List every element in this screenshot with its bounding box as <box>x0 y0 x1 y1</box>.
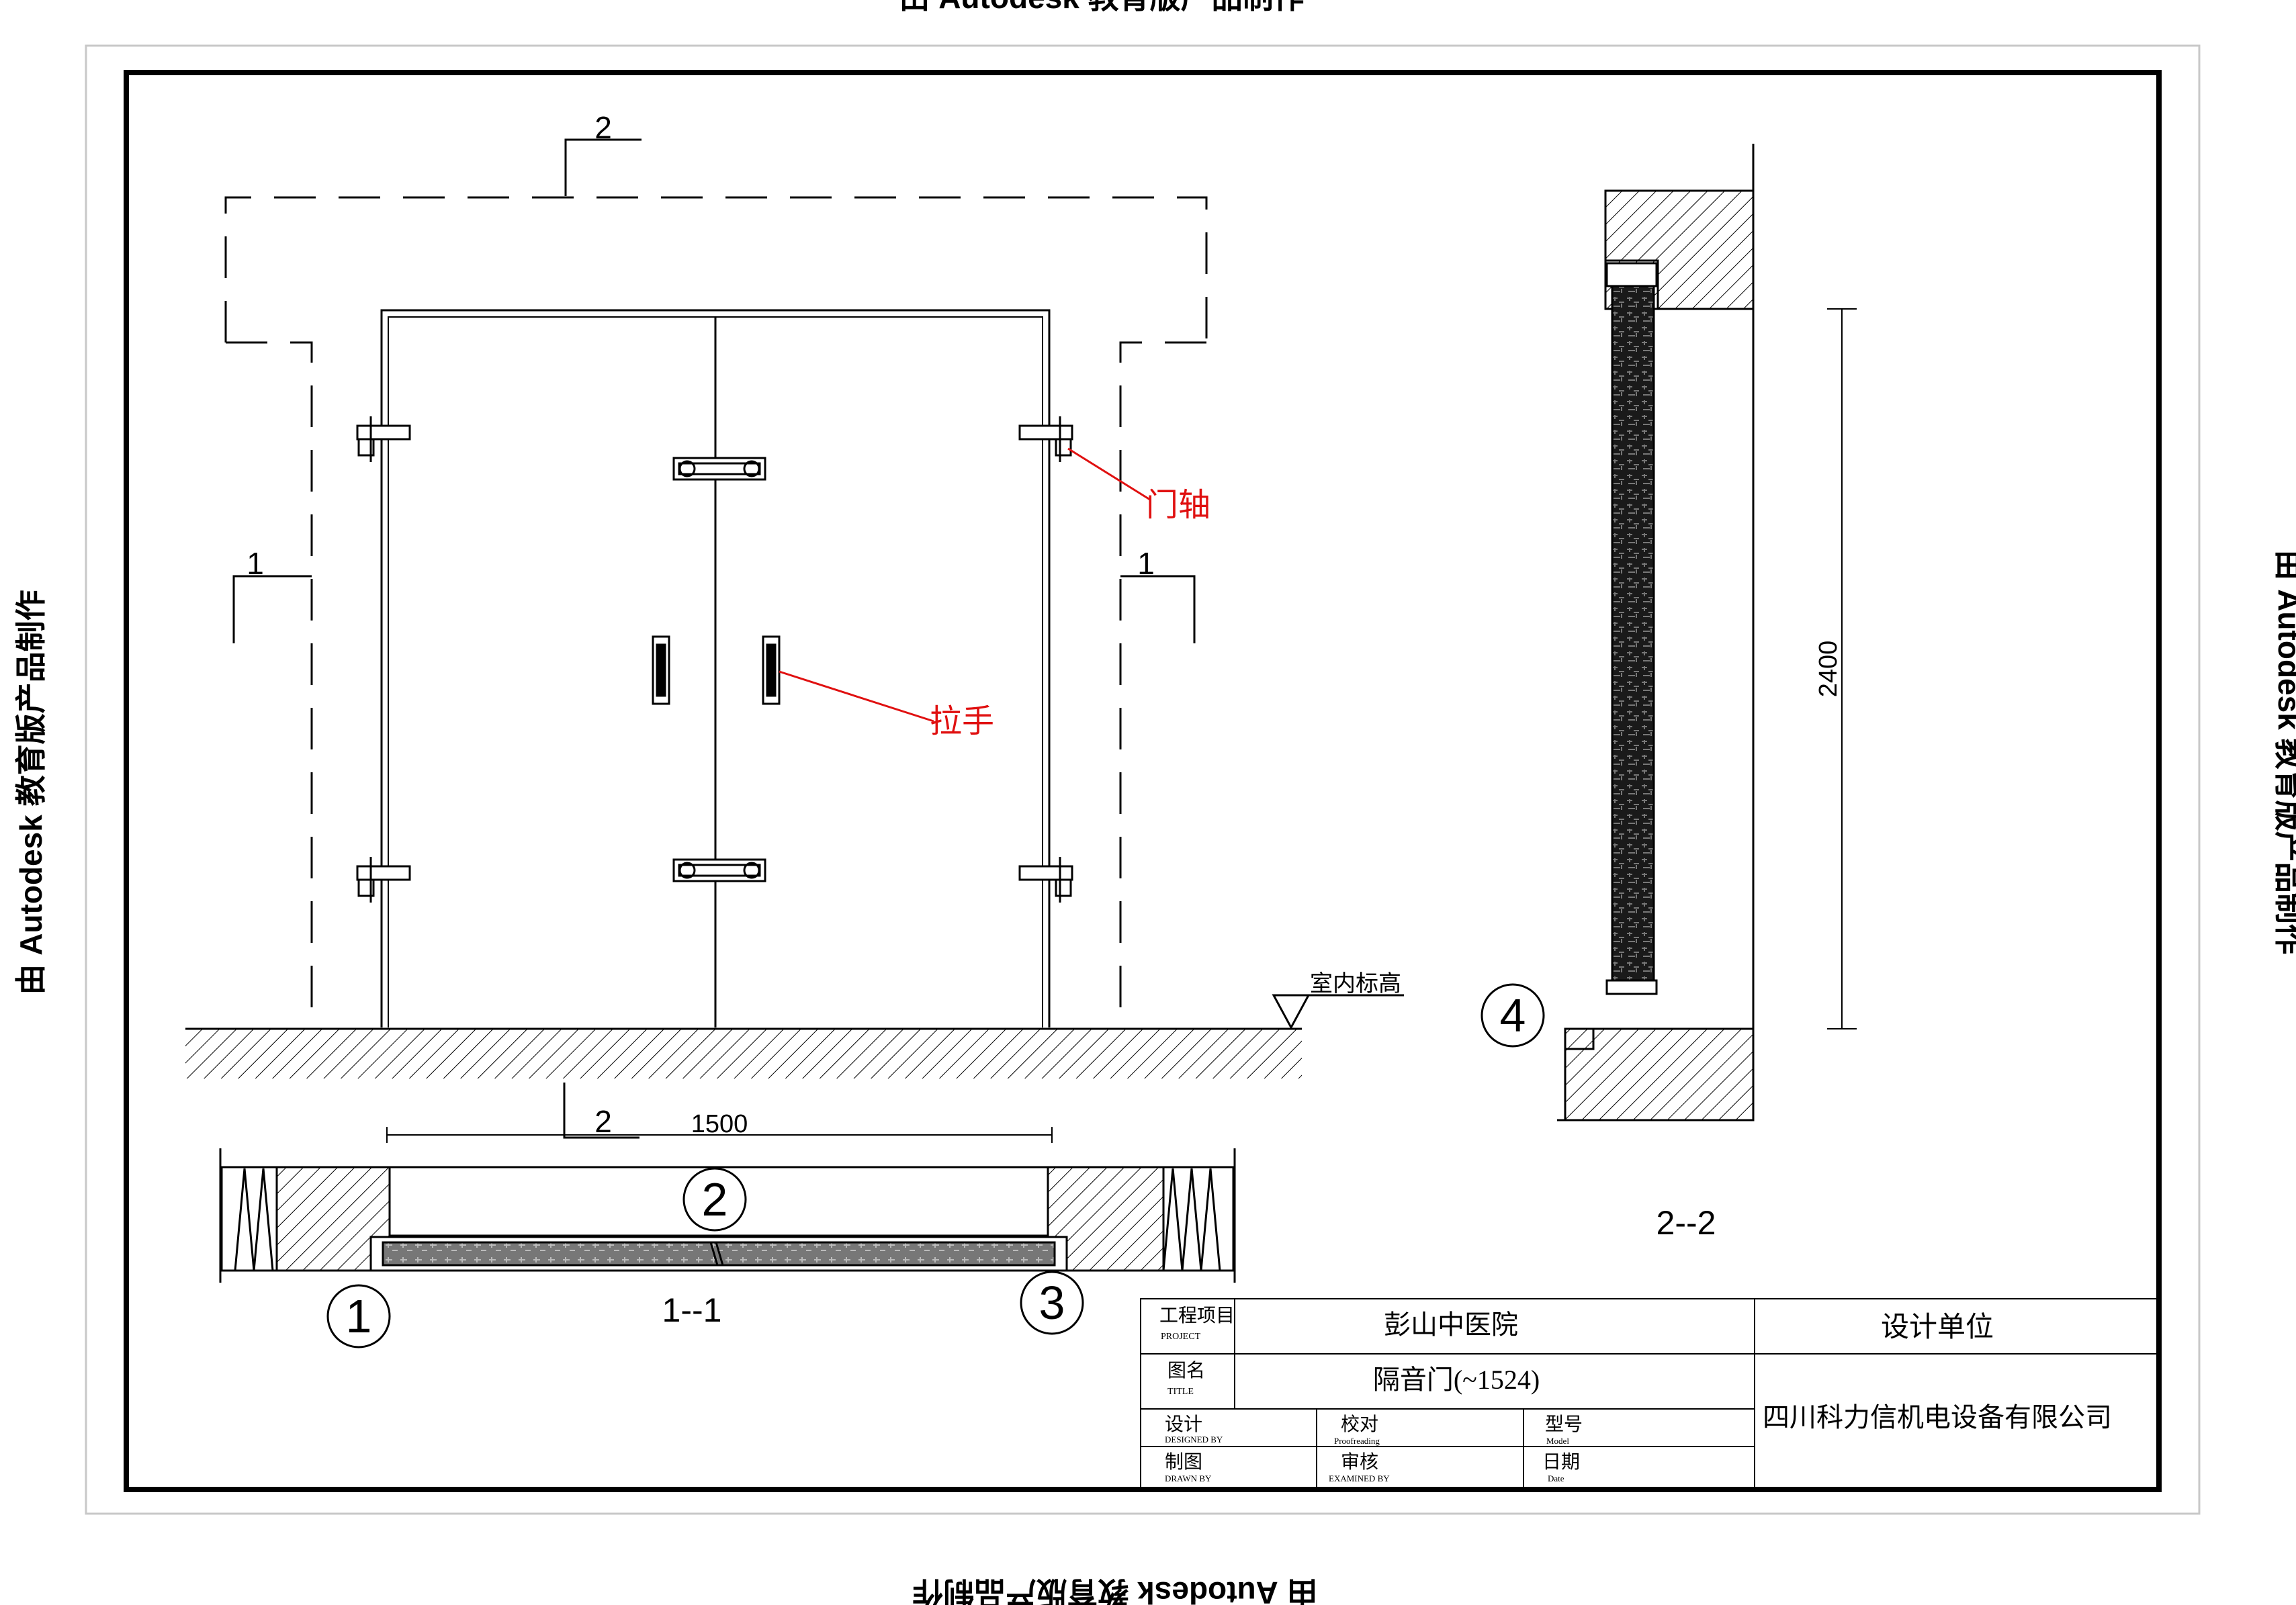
tb-drawn-label-en: DRAWN BY <box>1165 1473 1212 1483</box>
section-mark-1-right: 1 <box>1137 546 1155 581</box>
floor-hatch <box>185 1029 1302 1079</box>
tb-date-label: 日期 <box>1542 1452 1580 1473</box>
tb-design-unit-label: 设计单位 <box>1881 1312 1994 1343</box>
plan-zigzag-right <box>1162 1168 1221 1271</box>
svg-text:4: 4 <box>1500 989 1526 1042</box>
watermark-right: 由 Autodesk 教育版产品制作 <box>2272 549 2296 954</box>
tb-examined-label-en: EXAMINED BY <box>1329 1473 1390 1483</box>
section-view <box>1557 144 1857 1121</box>
tb-title-value: 隔音门(~1524) <box>1373 1365 1540 1395</box>
latch-bar-bottom <box>672 858 766 882</box>
level-symbol <box>1272 994 1404 1030</box>
handle-right <box>762 635 781 705</box>
outer-frame <box>85 44 2201 1515</box>
hinge-top-left <box>356 416 411 462</box>
tb-model-label-en: Model <box>1546 1436 1569 1446</box>
title-block <box>1140 1298 2160 1490</box>
tb-drawn-label: 制图 <box>1165 1451 1202 1473</box>
tb-designed-label: 设计 <box>1165 1414 1202 1435</box>
tb-project-value: 彭山中医院 <box>1384 1310 1518 1340</box>
plan-section-mark-2: 2 <box>594 1104 612 1139</box>
tb-proof-label: 校对 <box>1341 1414 1378 1435</box>
tb-examined-label: 审核 <box>1341 1451 1378 1473</box>
detail-callout-3: 3 <box>1020 1271 1084 1335</box>
detail-callout-1: 1 <box>326 1284 391 1348</box>
tb-project-label-en: PROJECT <box>1161 1332 1201 1342</box>
svg-text:2: 2 <box>702 1173 728 1226</box>
hinge-bottom-left <box>356 857 411 903</box>
watermark-left: 由 Autodesk 教育版产品制作 <box>13 590 48 995</box>
tb-proof-label-en: Proofreading <box>1334 1436 1380 1446</box>
svg-text:1: 1 <box>346 1290 372 1342</box>
tb-project-label: 工程项目 <box>1159 1305 1235 1326</box>
section-door-leaf <box>1611 285 1655 982</box>
drawing-border <box>124 70 2162 1492</box>
section-height-dimension: 2400 <box>1814 641 1843 698</box>
section-caption: 2--2 <box>1657 1204 1716 1242</box>
plan-zigzag-left <box>234 1168 274 1271</box>
floor-level-label: 室内标高 <box>1310 971 1401 997</box>
latch-bar-top <box>672 457 766 481</box>
tb-date-label-en: Date <box>1548 1473 1564 1483</box>
plan-caption: 1--1 <box>662 1291 722 1329</box>
tb-model-label: 型号 <box>1545 1414 1583 1435</box>
callout-hinge-label: 门轴 <box>1146 488 1210 523</box>
watermark-top: 由 Autodesk 教育版产品制作 <box>899 0 1304 15</box>
plan-width-dimension: 1500 <box>691 1110 748 1138</box>
section-line-1-right <box>1120 575 1196 643</box>
door-elevation <box>185 138 1404 1079</box>
opening-dashed-outline <box>224 196 1208 1027</box>
callout-line-handle <box>779 670 934 723</box>
handle-left <box>652 635 670 705</box>
section-mark-1-left: 1 <box>247 546 264 581</box>
callout-line-hinge <box>1067 447 1151 501</box>
section-mark-2-top: 2 <box>594 110 612 145</box>
detail-callout-2: 2 <box>682 1167 747 1232</box>
svg-text:3: 3 <box>1039 1277 1065 1329</box>
tb-title-label-en: TITLE <box>1167 1387 1194 1397</box>
hinge-top-right <box>1018 416 1073 462</box>
section-line-1-left <box>232 575 312 643</box>
tb-design-unit-value: 四川科力信机电设备有限公司 <box>1763 1402 2112 1432</box>
detail-callout-4: 4 <box>1481 983 1545 1048</box>
tb-title-label: 图名 <box>1167 1360 1205 1381</box>
hinge-bottom-right <box>1018 857 1073 903</box>
section-line-2-top <box>564 138 642 196</box>
plan-view <box>219 1083 1236 1283</box>
callout-handle-label: 拉手 <box>930 704 994 739</box>
tb-designed-label-en: DESIGNED BY <box>1165 1434 1223 1444</box>
door-frame <box>380 309 1051 1027</box>
watermark-bottom: 由 Autodesk 教育版产品制作 <box>912 1575 1317 1605</box>
plan-section-mark-line <box>563 1083 639 1139</box>
